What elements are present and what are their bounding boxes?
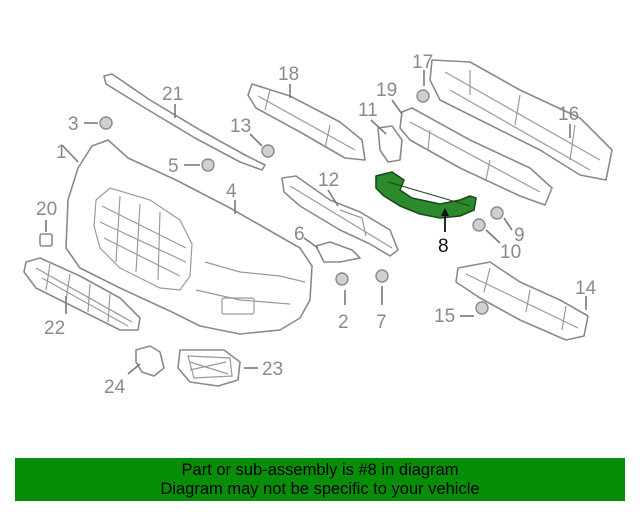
parts-diagram: 1 2 3 4 5 6 7 8 9 10 11 12 13 14 15 16 1…: [23, 52, 613, 398]
callout-22: 22: [44, 318, 65, 339]
callout-labels: 1 2 3 4 5 6 7 8 9 10 11 12 13 14 15 16 1…: [36, 52, 597, 398]
part-22-lower-grille: [23, 257, 141, 331]
callout-12: 12: [318, 170, 339, 191]
callout-18: 18: [278, 64, 299, 85]
part-23-fog-cover: [177, 349, 241, 387]
part-16-reinforcement: [429, 59, 613, 181]
callout-15: 15: [434, 306, 455, 327]
fasteners: [39, 89, 504, 315]
callout-23: 23: [262, 359, 283, 380]
callout-4: 4: [226, 181, 237, 202]
callout-5: 5: [168, 156, 179, 177]
part-1-bumper-cover: [65, 139, 313, 335]
callout-2: 2: [338, 312, 349, 333]
part-8-highlighted-bracket[interactable]: [375, 171, 477, 219]
part-21-trim-strip: [103, 73, 266, 171]
callout-20: 20: [36, 199, 57, 220]
part-6-side-bracket: [315, 241, 361, 263]
part-19-absorber: [399, 107, 553, 206]
highlight-leader: [441, 208, 449, 232]
callout-21: 21: [162, 84, 183, 105]
leader-lines: [45, 70, 587, 375]
callout-6: 6: [294, 224, 305, 245]
info-banner: Part or sub-assembly is #8 in diagram Di…: [15, 458, 625, 501]
part-11-small-bracket: [377, 125, 403, 163]
callout-9: 9: [514, 225, 525, 246]
callout-16: 16: [558, 104, 579, 125]
callout-17: 17: [412, 52, 433, 73]
part-18-bracket: [247, 83, 366, 161]
callout-1: 1: [56, 142, 67, 163]
part-12-bracket: [281, 175, 399, 257]
callout-11: 11: [358, 100, 378, 121]
banner-line-disclaimer: Diagram may not be specific to your vehi…: [160, 480, 480, 498]
callout-7: 7: [376, 312, 387, 333]
callout-13: 13: [230, 116, 251, 137]
part-14-lower-reinforcement: [455, 261, 589, 341]
part-24-sensor-bracket: [135, 345, 165, 377]
banner-line-part: Part or sub-assembly is #8 in diagram: [181, 461, 459, 479]
callout-19: 19: [376, 80, 397, 101]
callout-10: 10: [500, 242, 521, 263]
callout-14: 14: [575, 278, 597, 299]
callout-8-highlighted[interactable]: 8: [438, 236, 449, 257]
callout-3: 3: [68, 114, 79, 135]
callout-24: 24: [104, 377, 126, 398]
